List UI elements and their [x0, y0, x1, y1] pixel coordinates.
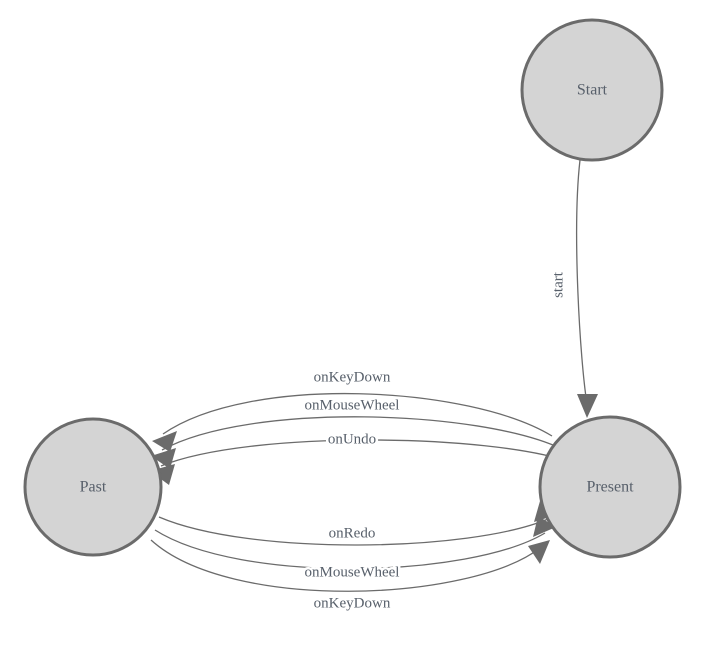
node-shape[interactable] [23, 417, 163, 557]
node-label: Present [586, 479, 634, 496]
node-label: Start [577, 82, 608, 99]
edge-label-halo: onRedo [329, 525, 376, 541]
arrowhead-icon [533, 516, 556, 537]
edge-present-to-past-onmousewheel [151, 416, 563, 469]
edge-label-halo: onKeyDown [314, 595, 391, 611]
edge-label: onKeyDown [314, 595, 391, 611]
edge-label-halo: onMouseWheel [305, 564, 400, 580]
edge-line [160, 439, 571, 467]
node-present[interactable]: Present [538, 415, 682, 559]
edge-present-to-past-onkeydown [152, 392, 553, 452]
arrowhead-icon [577, 394, 598, 418]
edges-layer [150, 159, 598, 592]
edge-line [162, 392, 553, 437]
node-shape[interactable] [520, 18, 664, 162]
edge-label-halo: onKeyDown [314, 369, 391, 385]
edge-label: onMouseWheel [305, 397, 400, 413]
edge-line [150, 539, 541, 592]
node-start[interactable]: Start [520, 18, 664, 162]
edge-line [158, 516, 549, 546]
arrowhead-icon [152, 431, 177, 452]
edge-label: onUndo [328, 431, 376, 447]
edge-label-halo: onMouseWheel [305, 397, 400, 413]
edge-past-to-present-onmousewheel [154, 516, 556, 570]
edge-label-halo: start [550, 271, 566, 298]
node-past[interactable]: Past [23, 417, 163, 557]
edge-label: onKeyDown [314, 369, 391, 385]
arrowhead-icon [151, 448, 176, 469]
edge-line [576, 159, 588, 405]
edge-line [154, 529, 546, 570]
edge-line [161, 416, 563, 451]
edge-labels-layer: startstartonKeyDownonKeyDownonMouseWheel… [302, 269, 569, 614]
arrowhead-icon [528, 540, 550, 564]
node-label: Past [80, 479, 107, 496]
edge-label: start [550, 271, 566, 298]
edge-label-halo: onUndo [328, 431, 376, 447]
edge-label: onRedo [329, 525, 376, 541]
node-shape[interactable] [538, 415, 682, 559]
edge-past-to-present-onkeydown [150, 539, 550, 592]
edge-start-to-present [576, 159, 598, 418]
edge-label: onMouseWheel [305, 564, 400, 580]
